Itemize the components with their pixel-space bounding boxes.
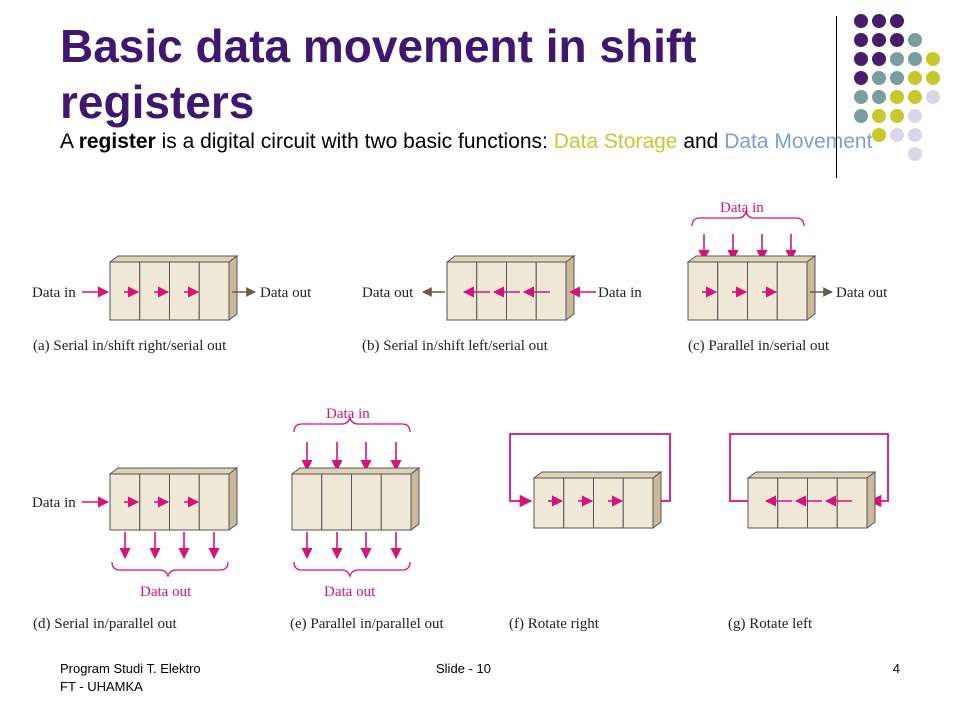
decor-dot — [854, 71, 868, 85]
decor-dot — [854, 90, 868, 104]
diagram-e-parallel-in-parallel-out: Data in Data out (e) Parallel in/paralle… — [290, 406, 445, 632]
slide-title: Basic data movement in shift registers — [60, 20, 697, 128]
decor-dot — [890, 90, 904, 104]
diagram-d-serial-in-parallel-out: Data in Data out (d) Serial in/parallel … — [32, 467, 239, 632]
intro-text: A register is a digital circuit with two… — [60, 127, 888, 157]
diagram-c-caption: (c) Parallel in/serial out — [688, 338, 830, 354]
register-cells — [532, 471, 663, 529]
diagram-f-caption: (f) Rotate right — [509, 616, 600, 632]
register-cells — [746, 471, 877, 529]
shift-register-diagrams: Data in Data out (a) Serial in/shift rig… — [32, 200, 889, 632]
decor-dot — [872, 109, 886, 123]
diagram-a-serial-right: Data in Data out (a) Serial in/shift rig… — [32, 255, 312, 354]
diagram-a-left-label: Data in — [32, 285, 76, 301]
diagram-d-bottom-label: Data out — [140, 584, 192, 600]
decor-dot — [872, 52, 886, 66]
decor-dot — [872, 90, 886, 104]
decor-dot — [854, 33, 868, 47]
diagram-g-rotate-left: (g) Rotate left — [728, 433, 889, 632]
diagram-e-bottom-label: Data out — [324, 584, 376, 600]
register-cells — [686, 255, 817, 321]
intro-prefix: A — [60, 130, 79, 153]
decor-dot — [854, 52, 868, 66]
decor-dot — [854, 14, 868, 28]
decor-dot — [926, 90, 940, 104]
decor-dot — [890, 33, 904, 47]
decor-dot — [908, 52, 922, 66]
register-cells — [108, 467, 239, 531]
footer-program: Program Studi T. Elektro — [60, 661, 201, 676]
decor-dot — [890, 52, 904, 66]
diagram-g-caption: (g) Rotate left — [728, 616, 813, 632]
diagram-b-left-label: Data out — [362, 285, 414, 301]
decor-dot — [908, 90, 922, 104]
diagram-b-caption: (b) Serial in/shift left/serial out — [362, 338, 549, 354]
decor-dot — [872, 33, 886, 47]
decor-dot — [890, 71, 904, 85]
footer-slide-label: Slide - 10 — [436, 661, 491, 676]
diagram-e-caption: (e) Parallel in/parallel out — [290, 616, 445, 632]
footer-department: Program Studi T. Elektro FT - UHAMKA — [60, 660, 201, 696]
diagram-c-right-label: Data out — [836, 285, 888, 301]
decor-dot — [872, 71, 886, 85]
decor-vertical-line — [836, 16, 837, 178]
decor-dot — [890, 128, 904, 142]
diagram-a-right-label: Data out — [260, 285, 312, 301]
diagram-b-right-label: Data in — [598, 285, 642, 301]
diagram-c-parallel-in-serial-out: Data in Data out (c) Parallel in/serial … — [686, 200, 888, 354]
diagram-a-caption: (a) Serial in/shift right/serial out — [33, 338, 227, 354]
decor-dot — [890, 14, 904, 28]
footer-page-number: 4 — [892, 661, 900, 676]
register-cells — [445, 255, 576, 321]
decor-dot — [908, 147, 922, 161]
register-cells — [108, 255, 239, 321]
intro-data-movement: Data Movement — [724, 130, 873, 153]
decor-dot — [890, 109, 904, 123]
decor-dot-grid — [850, 12, 950, 162]
footer-faculty: FT - UHAMKA — [60, 679, 143, 694]
diagram-f-rotate-right: (f) Rotate right — [509, 433, 671, 632]
diagram-d-caption: (d) Serial in/parallel out — [33, 616, 178, 632]
decor-dot — [854, 109, 868, 123]
diagram-b-serial-left: Data out Data in (b) Serial in/shift lef… — [362, 255, 642, 354]
intro-register-term: register — [78, 130, 156, 153]
register-cells — [290, 467, 421, 531]
diagram-d-left-label: Data in — [32, 495, 76, 511]
decor-dot — [908, 109, 922, 123]
diagram-e-top-label: Data in — [326, 406, 370, 422]
decor-dot — [872, 14, 886, 28]
diagram-c-top-label: Data in — [720, 200, 764, 216]
decor-dot — [908, 128, 922, 142]
decor-dot — [926, 71, 940, 85]
decor-dot — [908, 71, 922, 85]
intro-data-storage: Data Storage — [553, 130, 678, 153]
decor-dot — [926, 52, 940, 66]
intro-middle: is a digital circuit with two basic func… — [155, 130, 554, 153]
decor-dot — [908, 33, 922, 47]
intro-and: and — [677, 130, 725, 153]
decor-dot — [872, 128, 886, 142]
